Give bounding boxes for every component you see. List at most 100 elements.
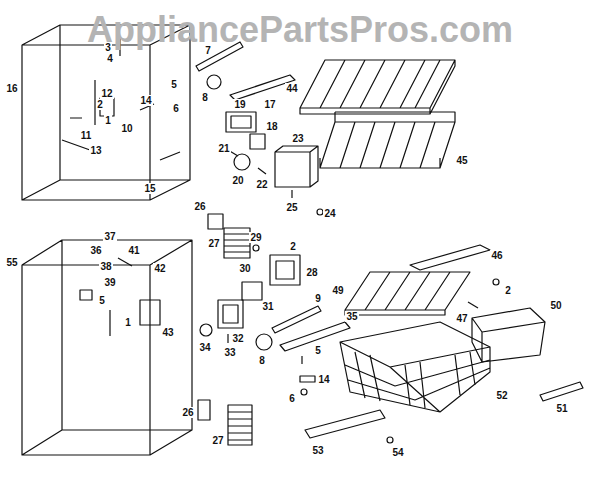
- callout-number: 16: [5, 83, 18, 94]
- callout-number: 14: [139, 95, 152, 106]
- callout-number: 1: [104, 115, 112, 126]
- callout-number: 35: [345, 311, 358, 322]
- frame: [226, 112, 256, 132]
- callout-number: 5: [170, 79, 178, 90]
- callout-number: 22: [255, 179, 268, 190]
- callout-number: 27: [211, 435, 224, 446]
- housing: [218, 300, 243, 328]
- callout-number: 5: [314, 345, 322, 356]
- callout-number: 3: [104, 42, 112, 53]
- clip: [468, 302, 478, 308]
- callout-number: 11: [80, 130, 93, 141]
- callout-number: 52: [495, 390, 508, 401]
- callout-number: 45: [455, 155, 468, 166]
- callout-number: 23: [291, 133, 304, 144]
- bracket: [300, 376, 315, 382]
- basket: [340, 322, 490, 412]
- cover: [198, 400, 210, 420]
- upper-liner: [22, 25, 190, 200]
- screw: [387, 437, 393, 443]
- callout-number: 10: [120, 123, 133, 134]
- callout-number: 20: [231, 175, 244, 186]
- knob: [234, 154, 250, 170]
- callout-number: 49: [331, 285, 344, 296]
- callout-number: 29: [249, 232, 262, 243]
- rail: [410, 245, 490, 270]
- rail: [305, 410, 385, 438]
- housing: [270, 255, 300, 285]
- callout-number: 2: [96, 99, 104, 110]
- callout-number: 41: [127, 245, 140, 256]
- callout-number: 17: [263, 99, 276, 110]
- callout-number: 43: [161, 327, 174, 338]
- shaft: [228, 150, 266, 174]
- control-box: [275, 146, 318, 187]
- lower-liner: [22, 240, 192, 455]
- callout-number: 27: [207, 238, 220, 249]
- knob: [200, 324, 212, 336]
- grille: [224, 228, 250, 258]
- callout-number: 46: [490, 250, 503, 261]
- screw: [317, 209, 323, 215]
- callout-number: 15: [143, 183, 156, 194]
- callout-number: 54: [391, 447, 404, 458]
- callout-number: 36: [89, 245, 102, 256]
- callout-number: 12: [100, 88, 113, 99]
- shelf: [345, 272, 470, 315]
- callout-number: 33: [223, 347, 236, 358]
- callout-number: 53: [311, 445, 324, 456]
- shelf: [320, 112, 455, 168]
- callout-number: 2: [504, 285, 512, 296]
- shelf: [300, 60, 455, 114]
- callout-number: 14: [317, 374, 330, 385]
- callout-number: 32: [231, 333, 244, 344]
- roller: [207, 75, 221, 89]
- callout-number: 44: [285, 83, 298, 94]
- callout-number: 30: [238, 263, 251, 274]
- screw: [493, 279, 499, 285]
- callout-number: 26: [181, 407, 194, 418]
- callout-number: 39: [103, 277, 116, 288]
- callout-number: 42: [153, 263, 166, 274]
- callout-number: 24: [323, 208, 336, 219]
- callout-number: 2: [289, 241, 297, 252]
- screw: [301, 356, 302, 364]
- callout-number: 51: [555, 403, 568, 414]
- callout-number: 50: [549, 300, 562, 311]
- bin: [472, 308, 545, 362]
- screw: [291, 190, 292, 198]
- liner-details: [80, 258, 160, 336]
- callout-number: 4: [106, 53, 114, 64]
- callout-number: 21: [217, 143, 230, 154]
- screw: [227, 334, 228, 343]
- cover: [208, 214, 223, 229]
- callout-number: 55: [5, 257, 18, 268]
- roller: [256, 334, 272, 350]
- watermark: AppliancePartsPros.com: [87, 10, 513, 50]
- rod: [272, 306, 321, 333]
- callout-number: 37: [103, 231, 116, 242]
- callout-number: 5: [98, 295, 106, 306]
- callout-number: 28: [305, 267, 318, 278]
- callout-number: 9: [314, 293, 322, 304]
- callout-number: 31: [261, 301, 274, 312]
- callout-number: 8: [258, 355, 266, 366]
- callout-number: 7: [204, 45, 212, 56]
- callout-number: 1: [124, 317, 132, 328]
- trim: [540, 382, 583, 401]
- callout-number: 25: [285, 202, 298, 213]
- bracket: [242, 282, 262, 300]
- callout-number: 18: [265, 121, 278, 132]
- callout-number: 8: [201, 92, 209, 103]
- liner-details: [62, 38, 180, 160]
- screw: [253, 245, 259, 251]
- callout-number: 26: [193, 201, 206, 212]
- callout-number: 6: [288, 393, 296, 404]
- callout-number: 13: [89, 145, 102, 156]
- callout-number: 19: [233, 99, 246, 110]
- bracket: [250, 134, 265, 149]
- callout-number: 6: [172, 103, 180, 114]
- callout-number: 34: [198, 342, 211, 353]
- grille: [228, 405, 252, 445]
- callout-number: 38: [99, 261, 112, 272]
